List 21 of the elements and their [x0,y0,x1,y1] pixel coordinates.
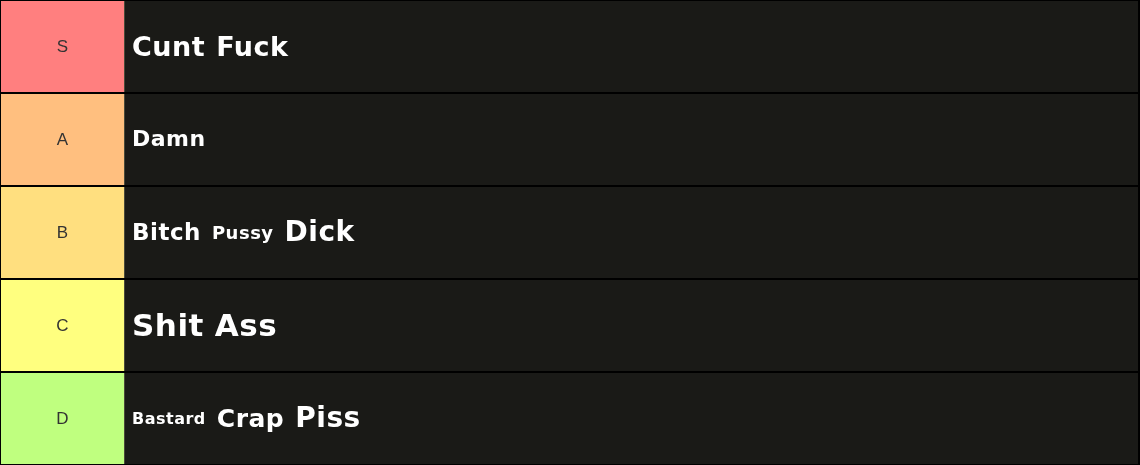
tier-row [125,94,1138,185]
tier-item: Bitch [132,219,201,246]
tier-item: Shit [132,308,204,343]
tier-item: Dick [284,217,355,248]
tier-label: B [1,187,125,278]
tier-row [125,280,1138,371]
tier-label: C [1,280,125,371]
tier-row [125,1,1138,92]
tier-label: A [1,94,125,185]
tier-row [125,373,1138,464]
tier-item: Cunt [132,31,206,62]
tier-item: Piss [295,403,361,434]
tier-item: Pussy [211,222,274,243]
tier-label: D [1,373,125,464]
tier-label: S [1,1,125,92]
tier-item: Damn [132,127,206,152]
tier-item: Fuck [216,31,289,62]
tier-row [125,187,1138,278]
tier-item: Ass [214,308,278,343]
tier-item: Crap [216,404,285,433]
tier-item: Bastard [132,409,206,428]
